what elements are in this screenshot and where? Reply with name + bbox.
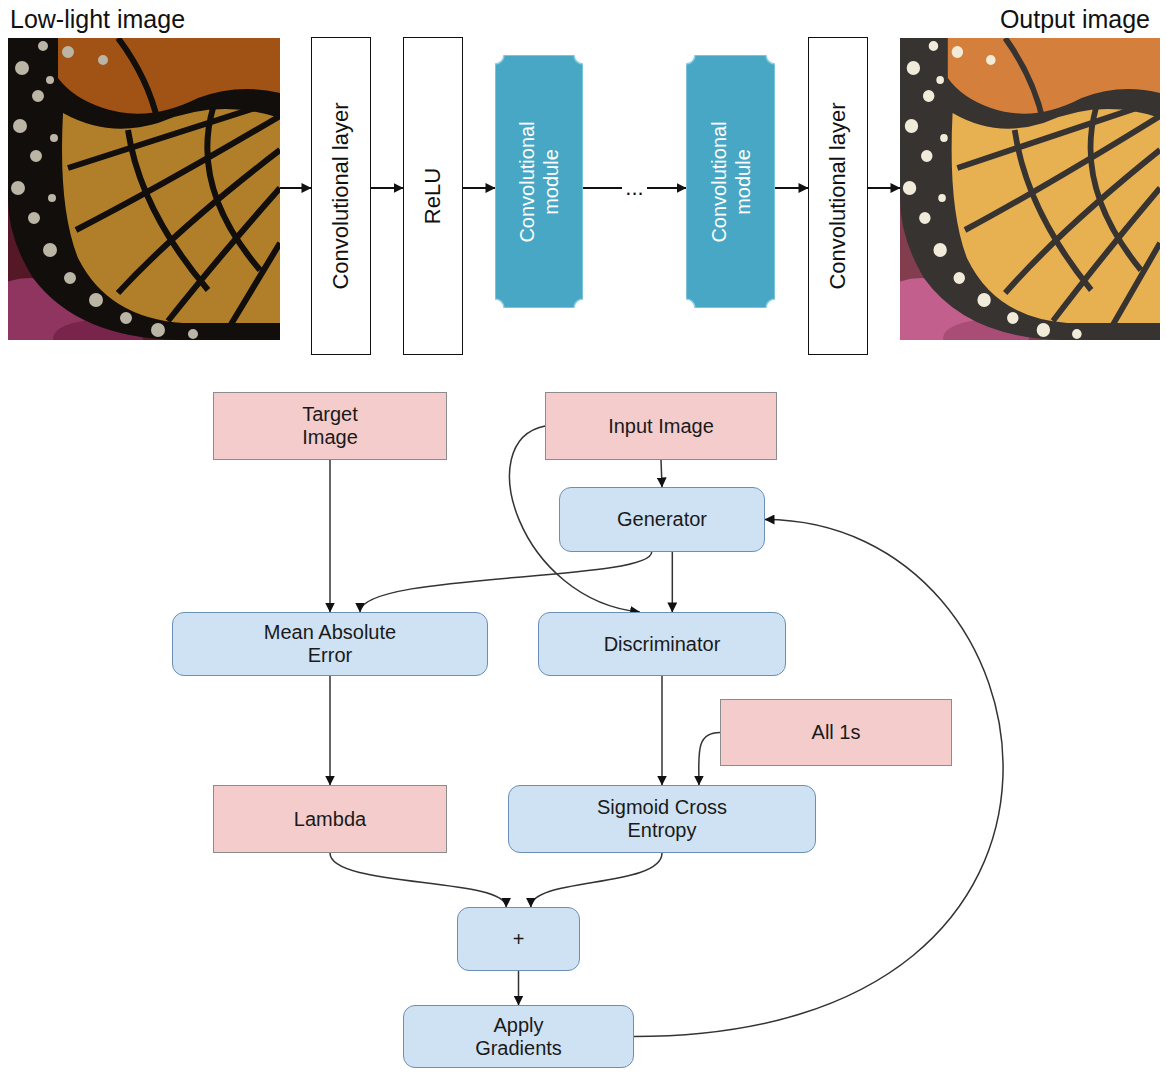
box-label: + <box>513 928 525 951</box>
arrow-connector <box>699 733 720 786</box>
layer-box: ReLU <box>403 37 463 355</box>
layer-box: Convolutional layer <box>808 37 868 355</box>
arrow-connector <box>531 853 662 907</box>
box-label: Discriminator <box>604 633 721 656</box>
module-box: Convolutional module <box>495 55 583 308</box>
input-box: Lambda <box>213 785 447 853</box>
butterfly-photo <box>900 38 1160 340</box>
module-shape <box>686 55 775 308</box>
arrow-connector <box>329 460 331 612</box>
box-label: Sigmoid Cross Entropy <box>572 796 752 842</box>
module-outline <box>495 55 583 308</box>
module-shape <box>495 55 583 308</box>
box-label: Convolutional layer <box>825 46 850 346</box>
butterfly <box>900 38 1160 340</box>
edge-label: ... <box>622 176 646 200</box>
layer-box: Convolutional layer <box>311 37 371 355</box>
arrow-connector <box>672 552 674 612</box>
image-panel: Output image <box>900 4 1160 340</box>
module-box: Convolutional module <box>686 55 775 308</box>
process-box: Mean Absolute Error <box>172 612 488 676</box>
box-label: Input Image <box>608 415 714 438</box>
process-box: Generator <box>559 487 765 552</box>
butterfly-photo <box>8 38 280 340</box>
box-label: Generator <box>617 508 707 531</box>
input-box: Target Image <box>213 392 447 460</box>
arrow-connector <box>775 187 808 189</box>
arrow-connector <box>280 187 311 189</box>
box-label: Apply Gradients <box>464 1014 574 1060</box>
box-label: Convolutional module <box>515 107 563 257</box>
image-caption: Output image <box>1000 4 1160 34</box>
arrow-connector <box>518 971 520 1005</box>
arrow-connector <box>463 187 495 189</box>
butterfly <box>8 38 280 340</box>
arrow-connector <box>371 187 403 189</box>
process-box: Apply Gradients <box>403 1005 634 1068</box>
process-box: Discriminator <box>538 612 786 676</box>
low-light-shade <box>8 38 280 340</box>
arrow-connector <box>661 460 662 487</box>
operator-box: + <box>457 907 580 971</box>
arrow-connector <box>634 520 1003 1037</box>
box-label: Target Image <box>285 403 375 449</box>
box-label: Lambda <box>294 808 366 831</box>
brightened-wash <box>900 38 1160 340</box>
arrow-connector <box>329 676 331 785</box>
arrow-connector <box>360 552 652 612</box>
process-box: Sigmoid Cross Entropy <box>508 785 816 853</box>
arrow-connector <box>661 676 663 785</box>
input-box: Input Image <box>545 392 777 460</box>
box-label: Convolutional layer <box>328 46 353 346</box>
box-label: All 1s <box>812 721 861 744</box>
box-label: ReLU <box>420 46 445 346</box>
input-box: All 1s <box>720 699 952 766</box>
arrow-connector <box>330 853 506 907</box>
box-label: Mean Absolute Error <box>243 621 418 667</box>
arrow-connector <box>868 187 900 189</box>
module-outline <box>686 55 775 308</box>
box-label: Convolutional module <box>707 107 755 257</box>
image-caption: Low-light image <box>8 4 185 34</box>
image-panel: Low-light image <box>8 4 280 340</box>
